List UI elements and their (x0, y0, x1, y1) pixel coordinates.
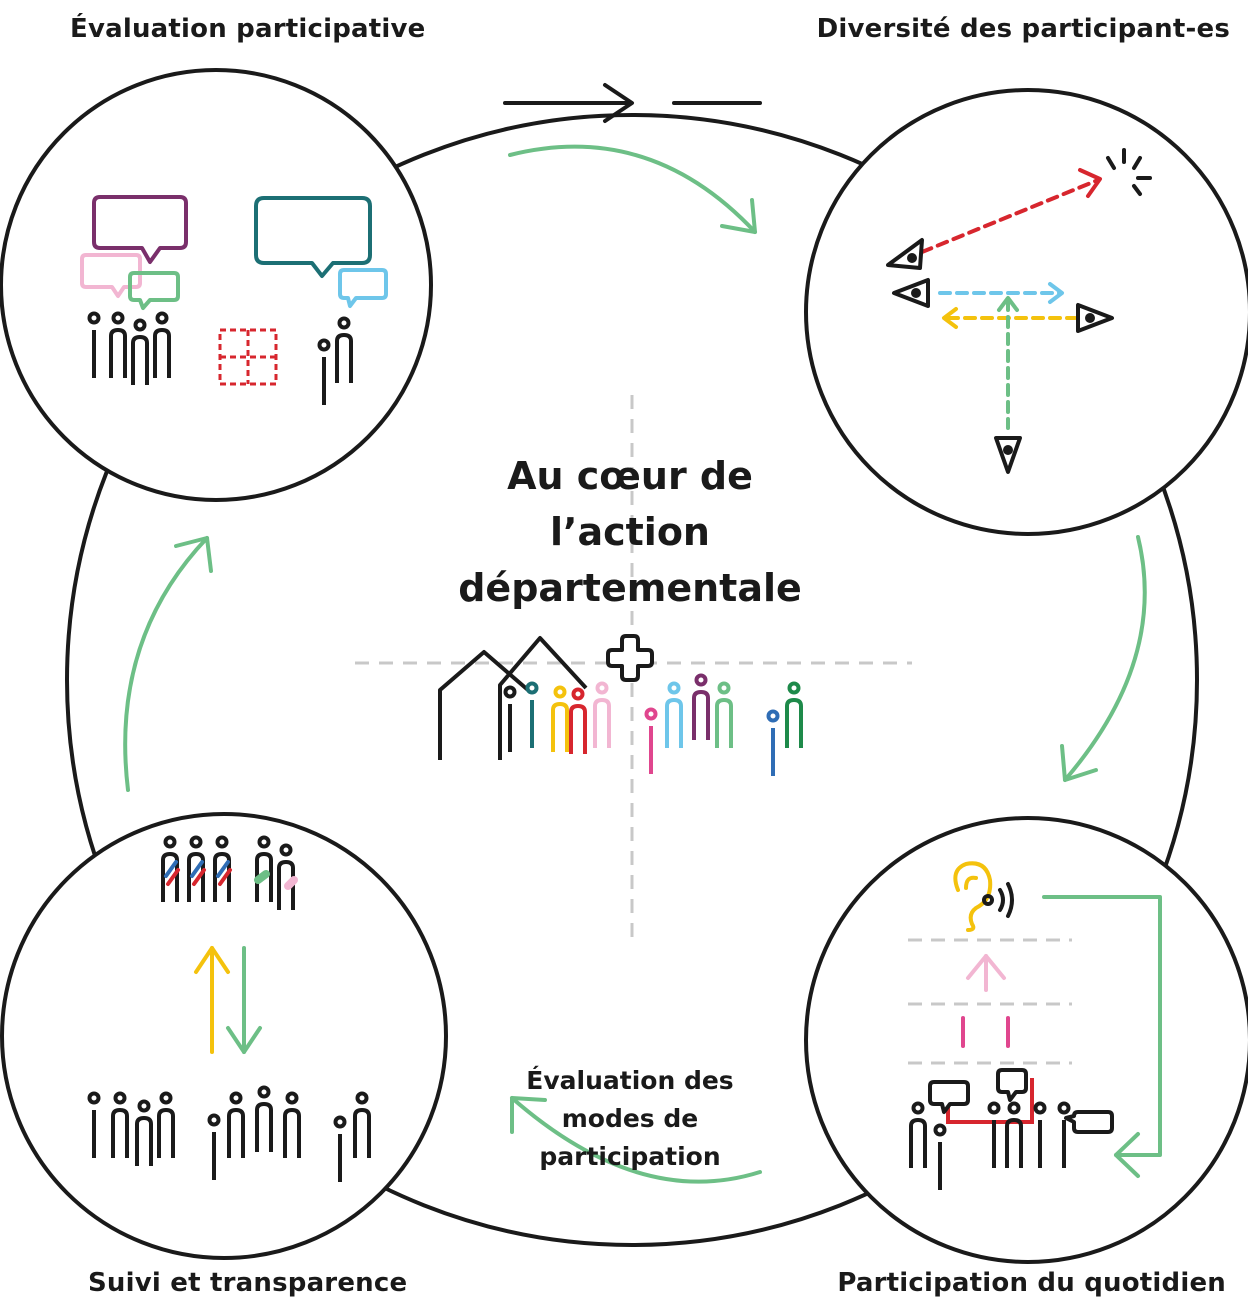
circle-top-right (804, 88, 1248, 536)
spark-icon (1106, 148, 1152, 196)
green-bubble-icon (128, 271, 180, 310)
pink-bubble-icon (80, 253, 142, 298)
lightblue-bubble-icon (338, 268, 388, 308)
red-dashed-grid-icon (218, 328, 278, 386)
arrow-left (123, 536, 209, 792)
label-evaluation-participative: Évaluation participative (70, 14, 426, 44)
feedback-path-arrow (1042, 895, 1162, 1178)
green-flow-arrows (123, 144, 1147, 1184)
top-black-arrow (503, 83, 762, 123)
center-title-line: Au cœur de (507, 454, 753, 498)
arrow-top (508, 144, 757, 234)
circle-top-left (0, 68, 433, 502)
arrow-bottom-head (510, 1096, 547, 1134)
red-dashed-arrow (920, 178, 1100, 254)
eye-icon (886, 238, 924, 270)
arrow-bottom (510, 1096, 762, 1184)
purple-bubble-icon (92, 195, 188, 264)
eval-modes-line: modes de (561, 1104, 699, 1133)
plus-icon (606, 634, 654, 682)
arrow-right (1063, 535, 1147, 782)
arrow-left-head (174, 536, 213, 573)
center-title: Au cœur de l’action départementale (440, 448, 820, 616)
cycle-ring (65, 113, 1199, 1247)
level-lines (908, 938, 1072, 1065)
speech-bubble-icons (80, 195, 388, 310)
exchange-arrows (194, 946, 262, 1054)
eye-icon (1076, 303, 1114, 333)
label-suivi-transparence: Suivi et transparence (88, 1268, 408, 1298)
eval-modes-line: Évaluation des (526, 1066, 734, 1095)
center-title-line: l’action (550, 510, 710, 554)
eye-icon (994, 436, 1022, 474)
network-lines (946, 1078, 1034, 1124)
perspective-arrows (920, 178, 1100, 430)
circle-bottom-right (804, 816, 1248, 1264)
rise-arrow-icon (961, 954, 1010, 1048)
colored-people-icon (503, 673, 803, 778)
center-title-line: départementale (458, 566, 802, 610)
houses-icon (438, 636, 588, 760)
sound-waves-icon (982, 882, 1014, 918)
label-participation-quotidien: Participation du quotidien (837, 1268, 1226, 1298)
arrow-top-head (720, 198, 757, 234)
eye-icon (892, 278, 930, 308)
teal-bubble-icon (254, 196, 372, 278)
eye-icons (886, 238, 1114, 474)
sash-icons (164, 860, 298, 890)
small-bubbles-icon (928, 1068, 1114, 1134)
label-evaluation-modes: Évaluation des modes de participation (510, 1062, 750, 1176)
arrow-right-head (1060, 744, 1098, 782)
label-diversite-participants: Diversité des participant-es (816, 14, 1230, 44)
arrow-heads-tr (942, 168, 1102, 329)
eval-modes-line: participation (539, 1142, 721, 1171)
